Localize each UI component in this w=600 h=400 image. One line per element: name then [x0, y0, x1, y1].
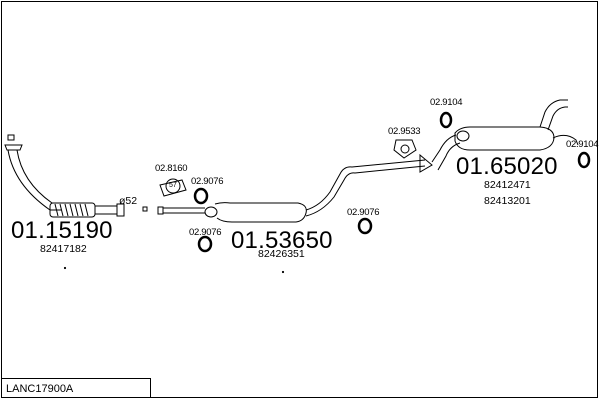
fitting-code-label: 02.9104 [566, 139, 599, 150]
fitting-28160 [159, 178, 187, 197]
fitting-29076-b [197, 235, 213, 253]
front-pipe-tube-b [16, 149, 62, 204]
rear-silencer-body [454, 126, 555, 151]
fitting-code-label: 02.9076 [189, 227, 222, 238]
section-oe-number: 82417182 [40, 243, 87, 255]
front-pipe-outlet-collar [116, 203, 125, 217]
fitting-29104-a [439, 111, 453, 129]
rubber-mount-icon [193, 187, 209, 205]
rubber-mount-icon [357, 217, 373, 235]
front-pipe [4, 134, 148, 218]
front-pipe-flange [4, 144, 23, 151]
rubber-mount-icon [439, 111, 453, 129]
fitting-code-label: 02.9533 [388, 126, 421, 137]
mounting-ring-badge: 57 [169, 182, 177, 189]
middle-section [157, 159, 426, 223]
middle-pipe-inlet [163, 207, 205, 214]
middle-pipe-upper [305, 159, 426, 211]
fitting-29076-c [357, 217, 373, 235]
fitting-29533 [393, 139, 417, 159]
fitting-code-label: 02.9076 [191, 176, 224, 187]
middle-silencer-body [214, 202, 307, 223]
mounting-ring-icon [165, 178, 181, 194]
dot-mark [281, 270, 285, 274]
front-pipe-outlet [95, 205, 117, 215]
fitting-code-label: 02.9104 [430, 97, 463, 108]
section-oe-number: 82413201 [484, 195, 531, 207]
middle-pipe-lower [305, 165, 426, 217]
reference-code: LANC17900A [6, 383, 74, 395]
section-oe-number: 82426351 [258, 248, 305, 260]
front-pipe-tube-a [7, 149, 62, 211]
gasket-hole-icon [400, 144, 410, 154]
section-part-number: 01.53650 [231, 227, 333, 254]
fitting-29104-b [577, 151, 591, 169]
rubber-mount-icon [197, 235, 213, 253]
dot-mark [63, 266, 67, 270]
middle-pipe-clamp [204, 206, 218, 218]
diameter-label: ø52 [119, 195, 138, 207]
section-part-number: 01.15190 [11, 217, 113, 244]
front-pipe-end-marker [142, 206, 148, 212]
rear-pipe-clamp-2 [456, 130, 470, 142]
fitting-code-label: 02.8160 [155, 163, 188, 174]
fitting-code-label: 02.9076 [347, 207, 380, 218]
tailpipe-upper [539, 99, 568, 131]
front-flange-icon [7, 134, 15, 141]
rear-section [419, 99, 579, 173]
flex-hatching [54, 203, 89, 217]
front-pipe-flex-section [49, 202, 96, 218]
reference-box: LANC17900A [1, 378, 151, 398]
rear-pipe-inlet [431, 134, 461, 171]
tailpipe-lower [552, 134, 579, 146]
rubber-mount-icon [577, 151, 591, 169]
section-oe-number: 82412471 [484, 179, 531, 191]
middle-pipe-sleeve [157, 206, 164, 215]
mounting-plate-icon [159, 179, 187, 197]
rear-pipe-clamp [419, 153, 433, 173]
section-part-number: 01.65020 [456, 153, 558, 180]
gasket-icon [393, 139, 417, 159]
fitting-29076-a [193, 187, 209, 205]
